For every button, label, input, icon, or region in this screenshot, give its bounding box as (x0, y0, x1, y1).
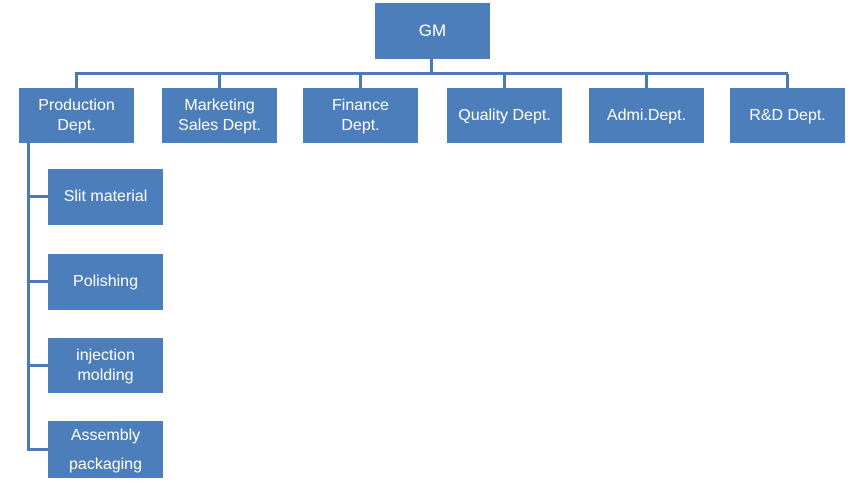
connector-stub-marketing (218, 74, 221, 88)
org-node-admin-dept: Admi.Dept. (589, 88, 704, 143)
org-node-rd-dept: R&D Dept. (730, 88, 845, 143)
connector-tick-assembly-packaging (27, 448, 48, 451)
org-node-polishing: Polishing (48, 254, 163, 310)
org-node-assembly-packaging: Assembly packaging (48, 421, 163, 478)
connector-tick-injection-molding (27, 364, 48, 367)
connector-stub-rd (786, 74, 789, 88)
connector-tick-polishing (27, 280, 48, 283)
connector-stub-quality (503, 74, 506, 88)
org-node-production-dept: Production Dept. (19, 88, 134, 143)
connector-tick-slit-material (27, 195, 48, 198)
org-node-quality-dept: Quality Dept. (447, 88, 562, 143)
connector-stub-admin (645, 74, 648, 88)
connector-production-rail (27, 143, 30, 451)
org-node-marketing-sales-dept: Marketing Sales Dept. (162, 88, 277, 143)
org-node-slit-material: Slit material (48, 169, 163, 225)
org-node-gm: GM (375, 3, 490, 59)
org-node-injection-molding: injection molding (48, 338, 163, 393)
connector-stub-production (75, 74, 78, 88)
connector-stub-finance (359, 74, 362, 88)
connector-bus-line (75, 72, 788, 75)
org-node-finance-dept: Finance Dept. (303, 88, 418, 143)
connector-gm-stub (430, 58, 433, 73)
